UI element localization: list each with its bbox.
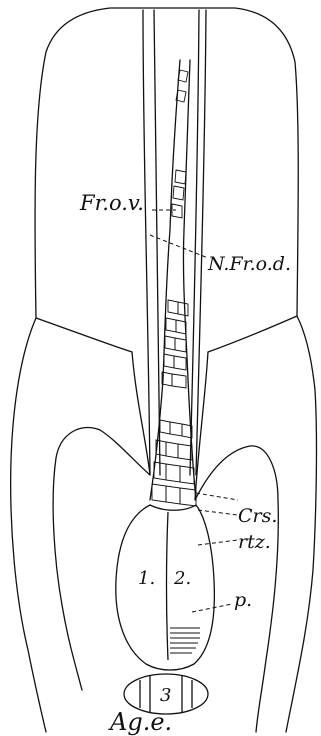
- label-age: Ag.e.: [108, 708, 172, 736]
- label-cell-1: 1.: [138, 568, 155, 589]
- left-inner-lobe: [53, 352, 150, 690]
- label-p: p.: [234, 589, 252, 611]
- label-fr-ov: Fr.o.v.: [79, 191, 144, 215]
- tube-left-inner: [154, 10, 160, 475]
- sac-divider: [167, 512, 169, 660]
- label-cell-3: 3: [160, 685, 171, 706]
- label-crs: Crs.: [238, 505, 277, 527]
- tube-left-outer: [143, 10, 150, 475]
- hatching: [170, 628, 200, 653]
- left-shoulder-curve: [36, 318, 132, 352]
- cellular-strip: [150, 60, 180, 500]
- lower-sac: [116, 505, 215, 670]
- label-rtz: rtz.: [238, 531, 271, 553]
- label-cell-2: 2.: [173, 568, 191, 589]
- tube-right-outer: [196, 10, 206, 475]
- sac-outline: [116, 505, 215, 670]
- right-shoulder-curve: [208, 316, 297, 352]
- outer-outline-lower-left: [11, 318, 46, 732]
- label-n-fr-od: N.Fr.o.d.: [207, 253, 291, 275]
